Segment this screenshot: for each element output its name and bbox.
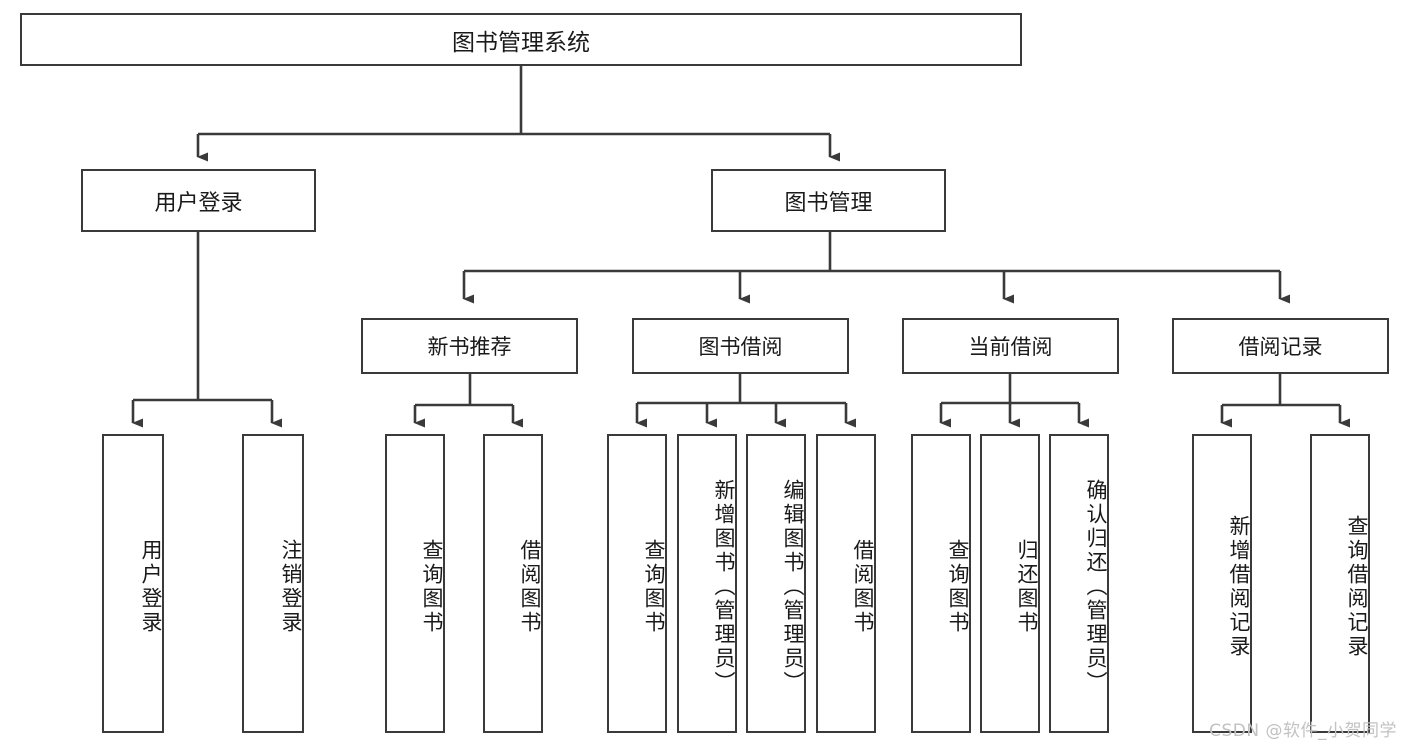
leaf-borrow-book-recommend[interactable]: 借阅图书 [483, 434, 543, 733]
leaf-add-borrow-record[interactable]: 新增借阅记录 [1192, 434, 1252, 733]
node-book-borrow[interactable]: 图书借阅 [632, 318, 849, 374]
node-label: 借阅记录 [1238, 335, 1323, 359]
node-label: 查询借阅记录 [1345, 514, 1369, 659]
leaf-query-borrow-record[interactable]: 查询借阅记录 [1310, 434, 1370, 733]
leaf-query-book-borrow[interactable]: 查询图书 [607, 434, 667, 733]
node-label: 查询图书 [642, 538, 666, 635]
node-label: 当前借阅 [968, 335, 1053, 359]
csdn-watermark: CSDN @软件_小贺同学 [1209, 721, 1397, 741]
node-label: 新书推荐 [427, 335, 512, 359]
leaf-query-book-current[interactable]: 查询图书 [911, 434, 971, 733]
node-label: 图书管理 [784, 190, 873, 216]
node-label: 图书借阅 [698, 335, 783, 359]
leaf-logout[interactable]: 注销登录 [242, 434, 304, 733]
leaf-edit-book-admin[interactable]: 编辑图书（管理员） [746, 434, 806, 733]
leaf-query-book-recommend[interactable]: 查询图书 [385, 434, 445, 733]
node-label: 编辑图书（管理员） [781, 478, 805, 695]
node-user-login[interactable]: 用户登录 [81, 169, 316, 232]
node-label: 借阅图书 [851, 538, 875, 635]
node-root-system[interactable]: 图书管理系统 [20, 13, 1022, 66]
node-label: 注销登录 [279, 538, 303, 635]
node-label: 新增图书（管理员） [712, 478, 736, 695]
node-label: 借阅图书 [518, 538, 542, 635]
node-label: 归还图书 [1015, 538, 1039, 635]
node-new-book-recommend[interactable]: 新书推荐 [361, 318, 578, 374]
node-label: 确认归还（管理员） [1084, 478, 1108, 695]
node-label: 用户登录 [154, 190, 243, 216]
node-label: 新增借阅记录 [1227, 514, 1251, 659]
node-label: 查询图书 [420, 538, 444, 635]
leaf-user-login[interactable]: 用户登录 [102, 434, 164, 733]
node-label: 用户登录 [139, 538, 163, 635]
node-label: 查询图书 [946, 538, 970, 635]
node-borrow-record[interactable]: 借阅记录 [1172, 318, 1389, 374]
node-current-borrow[interactable]: 当前借阅 [902, 318, 1119, 374]
node-book-management[interactable]: 图书管理 [711, 169, 946, 232]
leaf-add-book-admin[interactable]: 新增图书（管理员） [677, 434, 737, 733]
leaf-return-book[interactable]: 归还图书 [980, 434, 1040, 733]
leaf-borrow-book[interactable]: 借阅图书 [816, 434, 876, 733]
node-label: 图书管理系统 [452, 29, 590, 56]
leaf-confirm-return-admin[interactable]: 确认归还（管理员） [1049, 434, 1109, 733]
